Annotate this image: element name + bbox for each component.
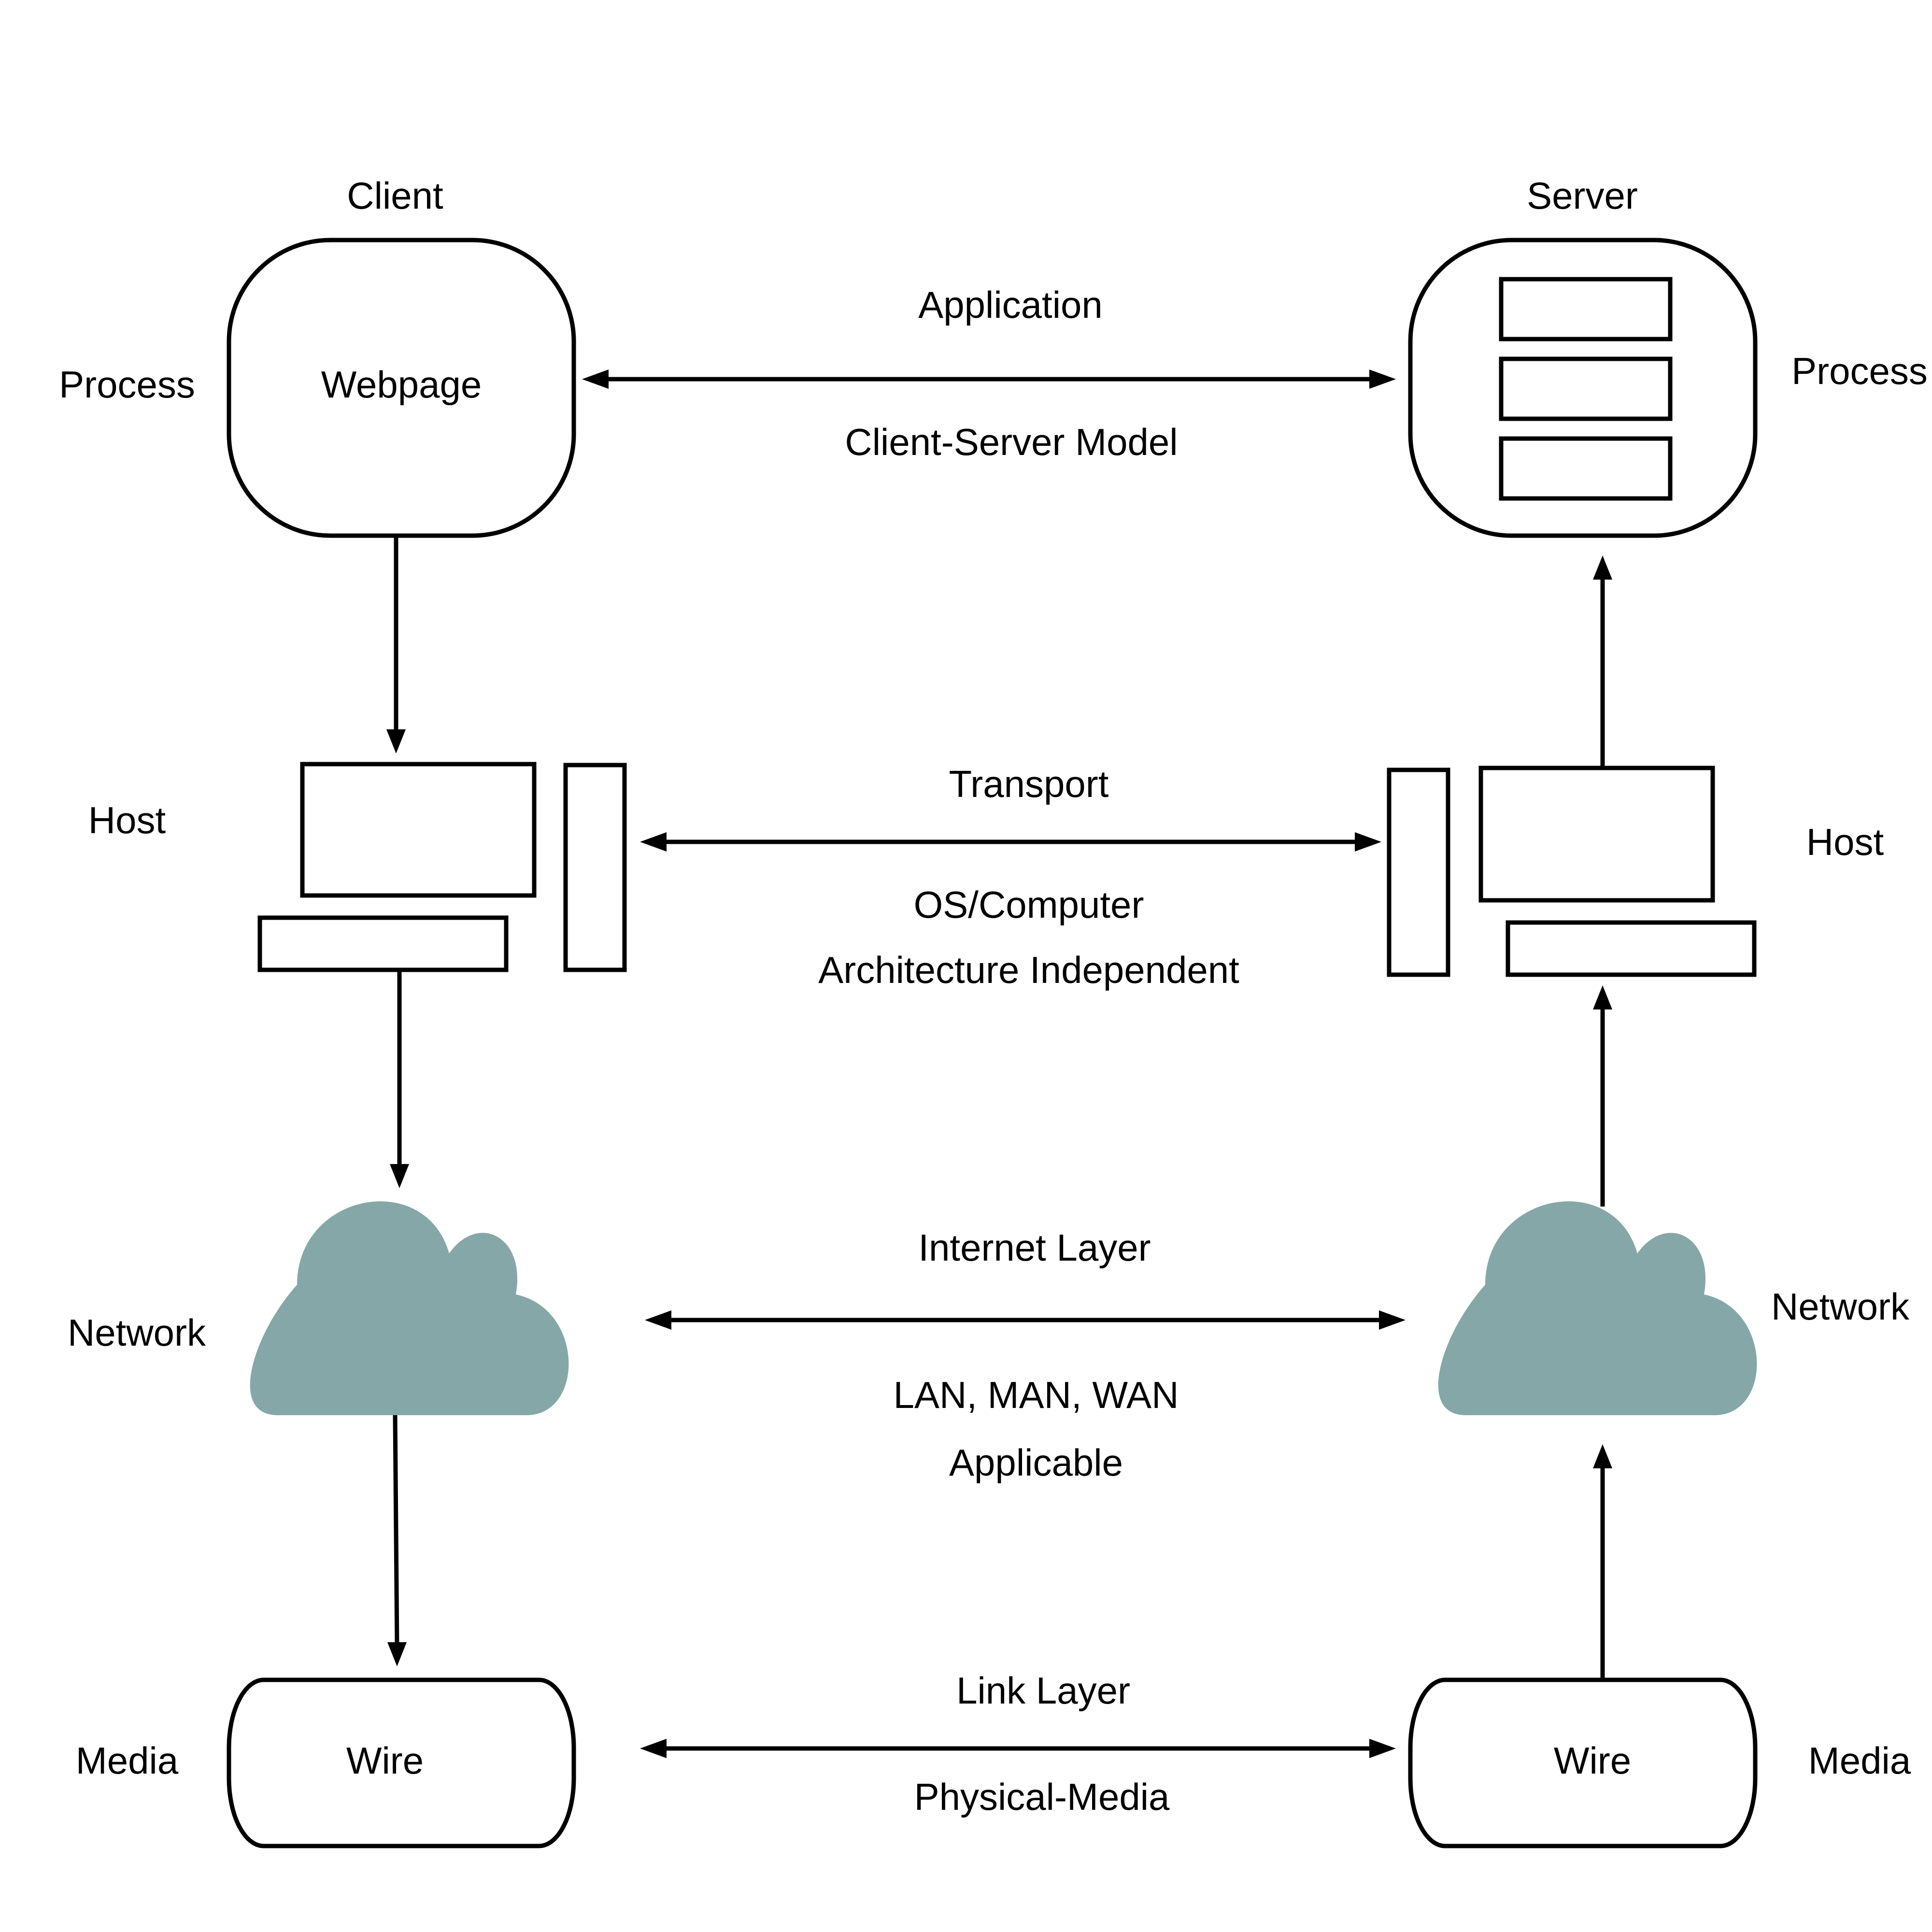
client-host-computer-icon <box>257 762 627 972</box>
client-network-label: Network <box>68 1311 206 1354</box>
transport-layer-title: Transport <box>949 763 1109 805</box>
transport-layer-description-line1: OS/Computer <box>914 883 1144 926</box>
transport-layer-arrow <box>640 832 1381 852</box>
server-host-to-process-arrow <box>1593 555 1612 768</box>
client-network-to-media-arrow <box>387 1415 407 1666</box>
application-layer-arrow <box>582 369 1396 389</box>
server-network-label: Network <box>1771 1285 1910 1328</box>
internet-layer-description-line1: LAN, MAN, WAN <box>894 1374 1179 1416</box>
link-layer-title: Link Layer <box>956 1669 1130 1712</box>
server-title: Server <box>1527 174 1638 217</box>
application-layer-title: Application <box>918 284 1103 326</box>
internet-layer-arrow <box>645 1310 1406 1330</box>
keyboard-shape <box>1506 920 1757 977</box>
client-media-box-label: Wire <box>346 1739 424 1782</box>
client-process-box <box>227 238 576 538</box>
client-process-to-host-arrow <box>386 536 406 753</box>
client-network-cloud-icon <box>250 1201 569 1415</box>
client-title: Client <box>347 174 443 217</box>
client-process-label: Process <box>59 363 195 406</box>
server-media-label: Media <box>1808 1739 1911 1782</box>
server-host-label: Host <box>1806 821 1884 863</box>
server-process-label: Process <box>1791 350 1928 392</box>
application-layer-description: Client-Server Model <box>845 421 1178 463</box>
server-media-box <box>1408 1677 1758 1848</box>
client-process-box-label: Webpage <box>321 363 482 406</box>
link-layer-description: Physical-Media <box>914 1776 1170 1818</box>
client-media-label: Media <box>76 1739 179 1782</box>
server-stack-slot <box>1499 277 1673 341</box>
server-host-computer-icon <box>1387 766 1757 977</box>
server-network-to-host-arrow <box>1593 985 1612 1207</box>
server-stack-slot <box>1499 436 1673 501</box>
server-stack-slot <box>1499 356 1673 421</box>
client-media-box <box>227 1677 576 1848</box>
monitor-shape <box>1478 766 1715 903</box>
server-network-cloud-icon <box>1438 1201 1757 1415</box>
keyboard-shape <box>257 915 509 972</box>
link-layer-arrow <box>640 1739 1396 1758</box>
tower-shape <box>563 763 627 972</box>
tower-shape <box>1387 767 1450 977</box>
server-media-box-label: Wire <box>1554 1739 1631 1782</box>
internet-layer-description-line2: Applicable <box>949 1441 1123 1484</box>
server-stack-icon <box>1499 277 1673 501</box>
server-process-box <box>1408 238 1758 538</box>
internet-layer-title: Internet Layer <box>918 1226 1151 1269</box>
monitor-shape <box>300 762 537 898</box>
client-host-label: Host <box>88 799 166 841</box>
client-host-to-network-arrow <box>390 970 409 1188</box>
server-media-to-network-arrow <box>1593 1444 1612 1680</box>
transport-layer-description-line2: Architecture Independent <box>818 949 1239 991</box>
